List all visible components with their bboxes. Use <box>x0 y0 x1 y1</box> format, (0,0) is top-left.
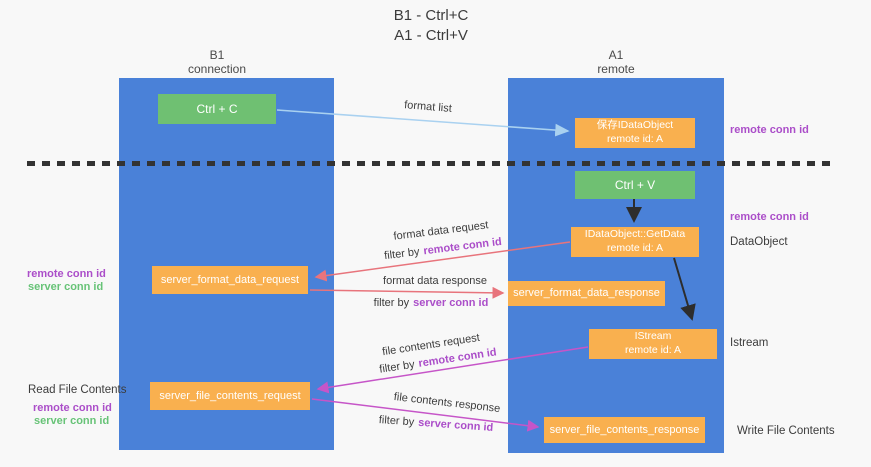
format-response-label: server_format_data_response <box>513 287 660 300</box>
node-server-file-contents-request: server_file_contents_request <box>150 382 310 410</box>
file-response-label: server_file_contents_response <box>549 423 700 436</box>
file-request-label: server_file_contents_request <box>159 389 301 402</box>
phase-divider-dashed-line <box>27 161 830 166</box>
node-server-format-data-request: server_format_data_request <box>152 266 308 294</box>
node-istream: IStream remote id: A <box>589 329 717 359</box>
server-conn-id-filter-text: server conn id <box>417 416 494 434</box>
remote-conn-id-annotation-top-right: remote conn id <box>730 124 809 136</box>
lane-header-a1: A1 remote <box>556 48 676 77</box>
file-contents-response-label: file contents response <box>393 390 501 416</box>
filter-by-text: filter by <box>383 245 421 263</box>
write-file-contents-annotation: Write File Contents <box>737 425 835 437</box>
filter-by-text: filter by <box>378 414 415 429</box>
lane-b1-subtitle: connection <box>187 61 247 76</box>
dataobject-annotation: DataObject <box>730 236 788 248</box>
node-ctrl-v: Ctrl + V <box>575 171 695 199</box>
server-conn-id-filter-text: server conn id <box>413 297 489 309</box>
ctrl-c-label: Ctrl + C <box>196 102 238 116</box>
istream-line1: IStream <box>634 330 672 343</box>
getdata-line1: IDataObject::GetData <box>584 228 686 241</box>
filter-by-text: filter by <box>378 358 416 376</box>
save-dataobject-line2: remote id: A <box>606 133 664 145</box>
format-request-label: server_format_data_request <box>160 273 300 286</box>
getdata-line2: remote id: A <box>606 242 664 254</box>
lane-b1-title: B1 <box>209 48 225 62</box>
format-data-response-label: format data response <box>383 275 487 287</box>
title-line-1: B1 - Ctrl+C <box>393 7 469 24</box>
node-ctrl-c: Ctrl + C <box>158 94 276 124</box>
istream-line2: remote id: A <box>624 344 682 356</box>
server-conn-id-annotation-left-2: server conn id <box>34 415 110 427</box>
lane-header-b1: B1 connection <box>157 48 277 77</box>
format-list-label: format list <box>403 99 453 115</box>
istream-annotation: Istream <box>730 337 769 349</box>
read-file-contents-annotation: Read File Contents <box>28 384 127 396</box>
remote-conn-id-annotation-mid-right: remote conn id <box>730 211 809 223</box>
server-conn-id-annotation-left-1: server conn id <box>28 281 104 293</box>
remote-conn-id-annotation-left-2: remote conn id <box>33 402 112 414</box>
lane-a1-subtitle: remote <box>597 61 635 76</box>
node-idataobject-getdata: IDataObject::GetData remote id: A <box>571 227 699 257</box>
filter-by-text: filter by <box>373 297 410 309</box>
node-server-format-data-response: server_format_data_response <box>508 281 665 306</box>
format-data-response-arrow <box>309 286 505 299</box>
ctrl-v-label: Ctrl + V <box>614 178 656 192</box>
remote-conn-id-annotation-left-1: remote conn id <box>27 268 106 280</box>
node-server-file-contents-response: server_file_contents_response <box>544 417 705 443</box>
title-line-2: A1 - Ctrl+V <box>394 27 468 45</box>
lane-a1-title: A1 <box>608 48 624 62</box>
remote-conn-id-filter-text: remote conn id <box>422 235 503 258</box>
save-dataobject-line1: 保存IDataObject <box>596 119 674 132</box>
page-title: B1 - Ctrl+C A1 - Ctrl+V <box>331 6 531 47</box>
node-save-dataobject: 保存IDataObject remote id: A <box>575 118 695 148</box>
